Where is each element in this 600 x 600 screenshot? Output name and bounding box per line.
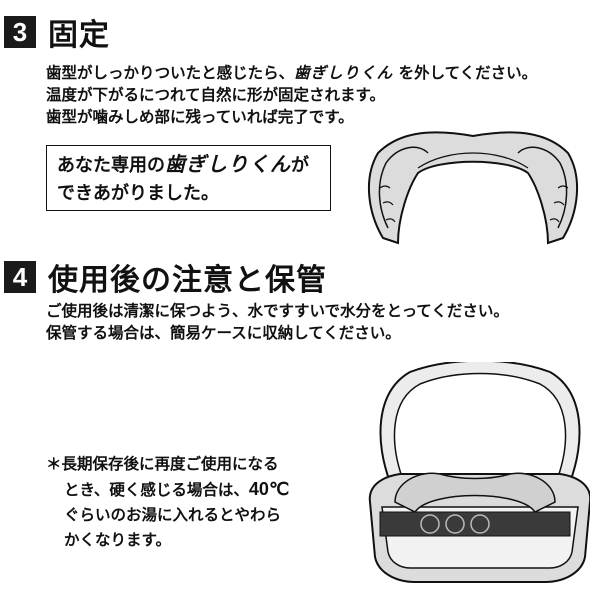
brand-name: 歯ぎしりくん (294, 64, 394, 82)
storage-case-illustration (368, 362, 590, 583)
care-line-1: ご使用後は清潔に保つよう、水ですすいで水分をとってください。 (46, 302, 509, 320)
storage-note: ＊長期保存後に再度ご使用になる とき、硬く感じる場合は、40℃ ぐらいのお湯に入… (46, 455, 290, 549)
care-line-2: 保管する場合は、簡易ケースに収納してください。 (46, 324, 401, 342)
brand-name: 歯ぎしりくん (165, 152, 291, 176)
section-4-instructions: ご使用後は清潔に保つよう、水ですすいで水分をとってください。 保管する場合は、簡… (46, 300, 509, 344)
instruction-line-2: 温度が下がるにつれて自然に形が固定されます。 (46, 86, 385, 104)
section-3-instructions: 歯型がしっかりついたと感じたら、歯ぎしりくん を外してください。 温度が下がるに… (46, 62, 537, 128)
step-number-badge: 3 (4, 16, 36, 48)
section-title: 使用後の注意と保管 (48, 263, 327, 298)
step-number-badge: 4 (4, 261, 36, 293)
mouthpiece-illustration (367, 131, 579, 245)
temperature-value: 40℃ (248, 479, 290, 499)
section-4-header: 4 使用後の注意と保管 (4, 255, 327, 299)
section-title: 固定 (48, 18, 110, 53)
instruction-line-1: 歯型がしっかりついたと感じたら、歯ぎしりくん を外してください。 (46, 64, 538, 82)
instruction-line-3: 歯型が噛みしめ部に残っていれば完了です。 (46, 108, 354, 126)
completion-callout: あなた専用の歯ぎしりくんが できあがりました。 (46, 145, 331, 211)
section-3-header: 3 固定 (4, 10, 110, 54)
